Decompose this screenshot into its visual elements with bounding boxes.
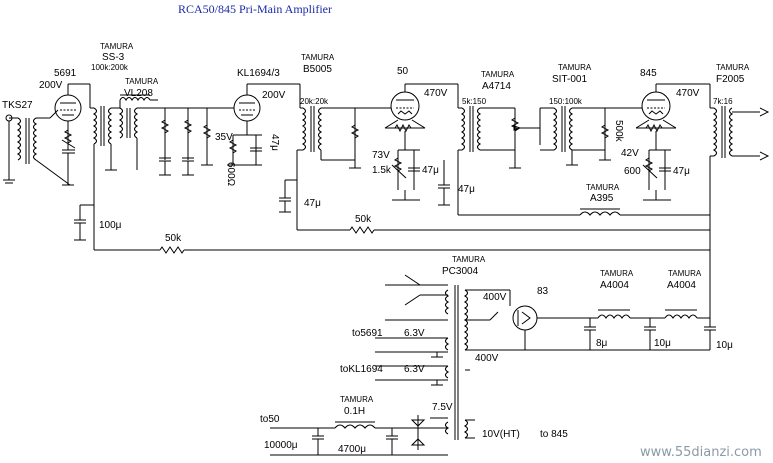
psu-tokl: toKL1694 xyxy=(340,364,383,375)
stage4-ck: 47μ xyxy=(673,166,690,177)
psu-c2: 10μ xyxy=(654,338,671,349)
a395-model: A395 xyxy=(590,193,614,204)
sit001-brand: TAMURA xyxy=(558,63,592,72)
transformer-f2005 xyxy=(709,106,770,320)
stage4-bplus: 470V xyxy=(676,88,700,99)
vl208-model: VL208 xyxy=(124,88,153,99)
cap-mid-label: 47μ xyxy=(304,198,321,209)
ss3-ratio: 100k:200k xyxy=(91,63,129,72)
tube-50-label: 50 xyxy=(397,66,409,77)
tube-5691 xyxy=(49,83,90,186)
rectifier-label: 83 xyxy=(537,286,549,297)
stage2-rk: 600Ω xyxy=(225,162,236,187)
tube-845-label: 845 xyxy=(640,68,657,79)
choke2-model: A4004 xyxy=(667,280,696,291)
psu-hv2: 400V xyxy=(475,353,499,364)
rectifier-83 xyxy=(512,305,598,331)
f2005-model: F2005 xyxy=(716,74,745,85)
psu-c1: 8μ xyxy=(596,338,608,349)
attenuator-network xyxy=(158,107,230,176)
stage4-grid-r: 500k xyxy=(613,120,624,143)
a4714-ratio: 5k:150 xyxy=(462,97,487,106)
psu-v50: 7.5V xyxy=(432,402,453,413)
tube-5691-label: 5691 xyxy=(54,68,77,79)
psu-to5691: to5691 xyxy=(352,328,383,339)
power-transformer-pc3004 xyxy=(375,274,526,440)
psu-c4: 10000μ xyxy=(264,440,298,451)
transformer-sit001 xyxy=(520,106,630,166)
filter-chokes xyxy=(525,309,716,351)
choke1-model: A4004 xyxy=(600,280,629,291)
tube-kl1694 xyxy=(227,83,301,166)
cap-47u-a4714 xyxy=(438,160,450,206)
sit001-model: SIT-001 xyxy=(552,74,587,85)
psu-c3: 10μ xyxy=(716,340,733,351)
vl208-brand: TAMURA xyxy=(125,77,159,86)
filament-supply-50 xyxy=(270,415,448,456)
transformer-ss3 xyxy=(89,84,120,205)
stage2-ck: 47μ xyxy=(269,134,280,151)
cap-left-label: 100μ xyxy=(99,220,122,231)
feedback-r1: 50k xyxy=(355,214,372,225)
psu-v845: 10V(HT) xyxy=(482,429,520,440)
b5005-ratio: 20k:20k xyxy=(300,97,329,106)
psu-v5691: 6.3V xyxy=(404,328,425,339)
ss3-model: SS-3 xyxy=(102,52,125,63)
f2005-brand: TAMURA xyxy=(716,63,750,72)
a4714-model: A4714 xyxy=(482,81,511,92)
choke2-brand: TAMURA xyxy=(668,269,702,278)
transformer-b5005 xyxy=(279,106,370,213)
tube-845 xyxy=(630,83,711,201)
b5005-brand: TAMURA xyxy=(301,53,335,62)
tube-kl1694-label: KL1694/3 xyxy=(237,68,280,79)
watermark: www.55dianzi.com xyxy=(640,445,762,460)
choke1-brand: TAMURA xyxy=(600,269,634,278)
tube-50 xyxy=(370,83,459,201)
sit001-ratio: 150:100k xyxy=(549,97,583,106)
stage4-kv: 42V xyxy=(621,148,639,159)
psu-hv1: 400V xyxy=(483,292,507,303)
stage1-bplus: 200V xyxy=(39,80,63,91)
diagram-title: RCA50/845 Pri-Main Amplifier xyxy=(178,2,332,16)
stage3-kv: 73V xyxy=(372,150,390,161)
feedback-r2: 50k xyxy=(165,233,182,244)
stage2-kv: 35V xyxy=(215,132,233,143)
pc3004-model: PC3004 xyxy=(442,266,479,277)
transformer-vl208 xyxy=(118,94,158,170)
bplus-rails xyxy=(74,180,710,254)
psu-to50: to50 xyxy=(260,414,280,425)
cap-mid2-label: 47μ xyxy=(458,184,475,195)
psu-vkl: 6.3V xyxy=(404,364,425,375)
input-transformer-label: TKS27 xyxy=(2,100,33,111)
b5005-model: B5005 xyxy=(303,64,332,75)
psu-c5: 4700μ xyxy=(338,444,366,455)
stage3-bplus: 470V xyxy=(424,88,448,99)
a4714-brand: TAMURA xyxy=(481,70,515,79)
transformer-a4714 xyxy=(457,106,522,215)
stage4-rk: 600 xyxy=(624,166,641,177)
ss3-brand: TAMURA xyxy=(100,42,134,51)
psu-to845: to 845 xyxy=(540,429,568,440)
input-jack xyxy=(3,114,15,184)
pc3004-brand: TAMURA xyxy=(452,255,486,264)
choke3-model: 0.1H xyxy=(344,406,365,417)
stage3-rk: 1.5k xyxy=(372,165,392,176)
a395-brand: TAMURA xyxy=(586,183,620,192)
stage2-bplus: 200V xyxy=(262,90,286,101)
f2005-ratio: 7k:16 xyxy=(713,97,733,106)
choke3-brand: TAMURA xyxy=(340,395,374,404)
stage3-ck: 47μ xyxy=(422,165,439,176)
input-transformer xyxy=(9,117,71,186)
